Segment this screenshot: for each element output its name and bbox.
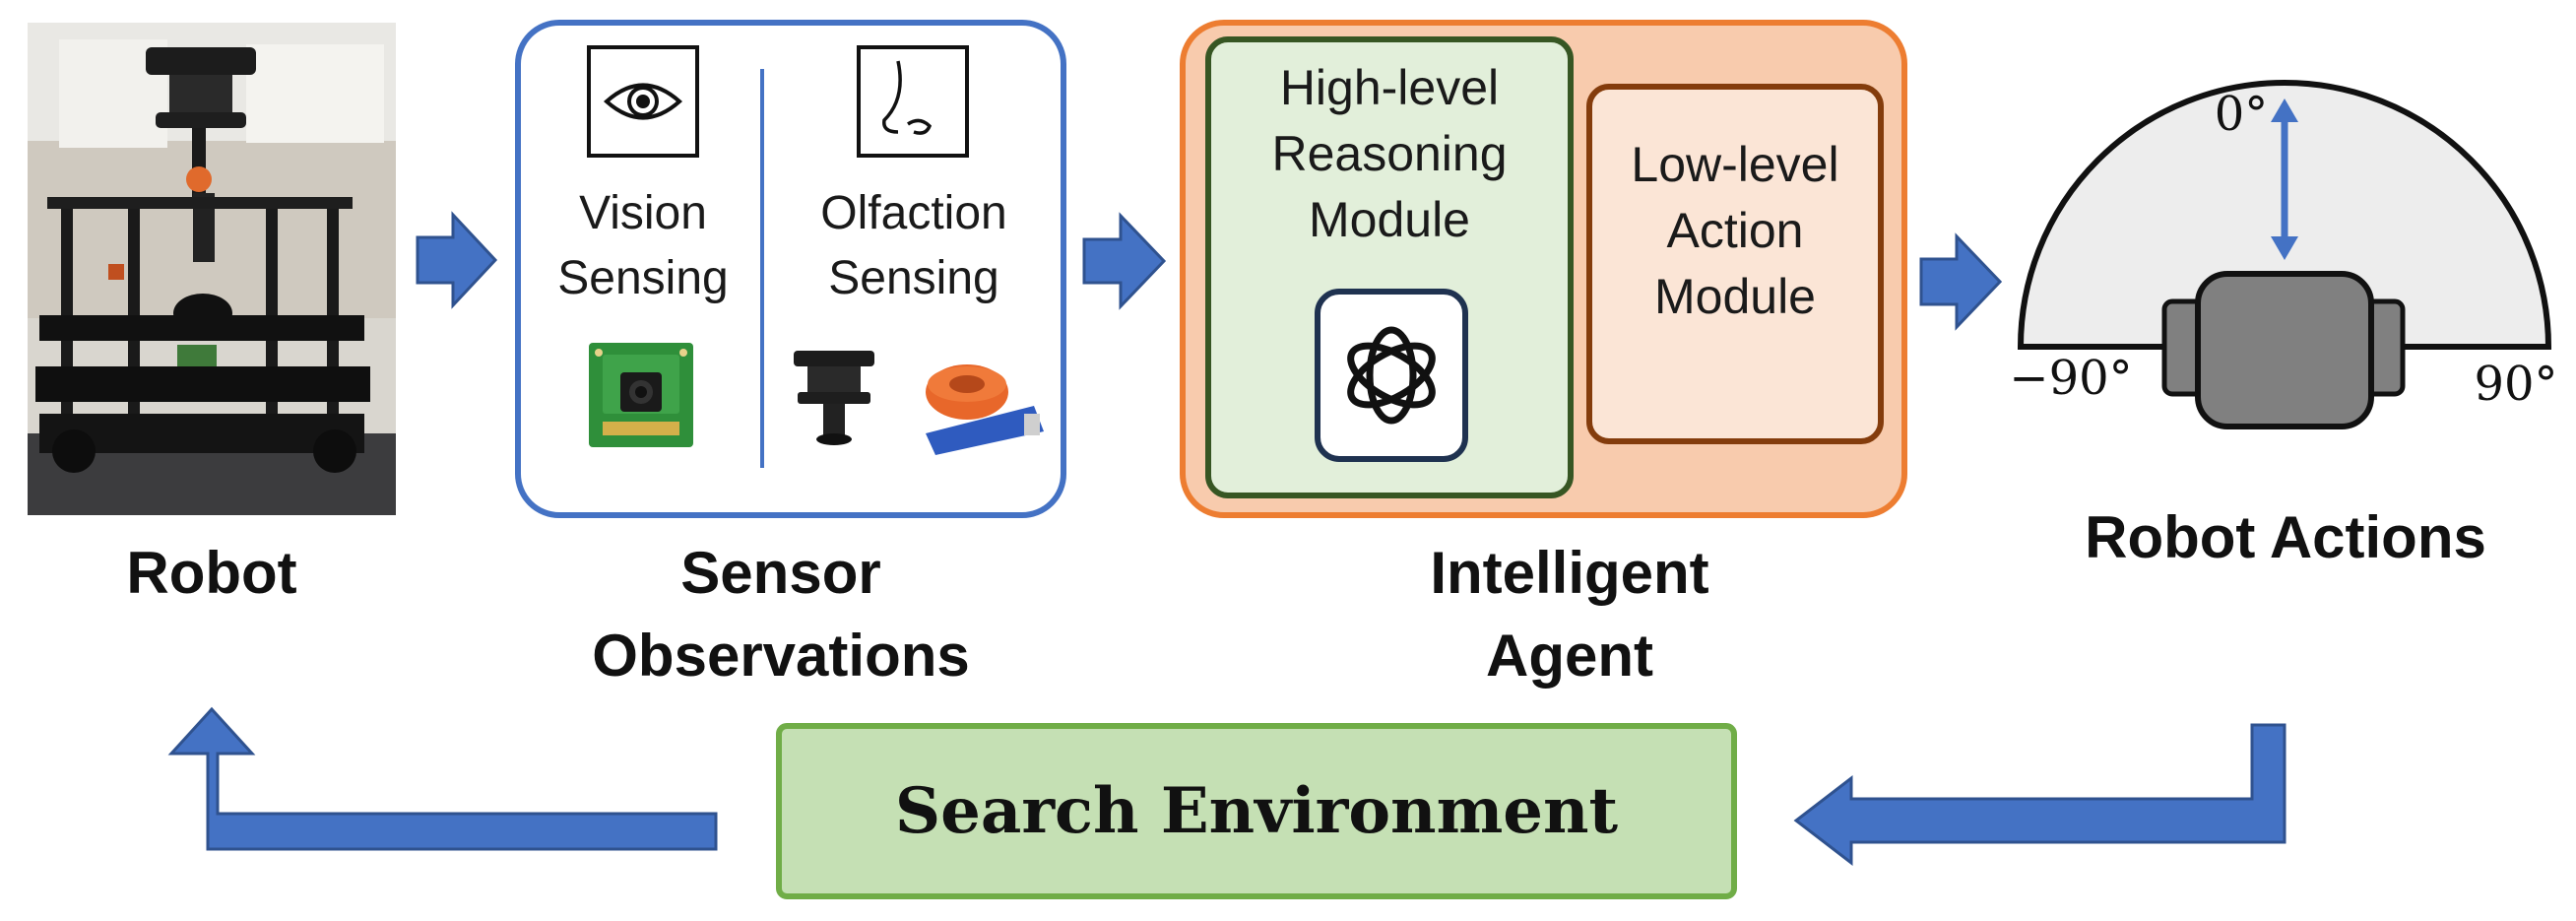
- olfaction-sensing-label: Olfaction Sensing: [820, 187, 1007, 304]
- forward-direction-arrow: [2271, 99, 2298, 260]
- robot-topdown-icon: [2161, 271, 2406, 429]
- anemometer-icon: [781, 343, 887, 449]
- search-environment-label: Search Environment: [894, 774, 1619, 848]
- robot-label: Robot: [126, 540, 297, 606]
- sensor-observations-label: Sensor Observations: [592, 540, 970, 689]
- eye-icon: [587, 45, 699, 158]
- arrow-robot-to-sensors: [416, 211, 498, 309]
- search-environment-box: [776, 723, 1737, 899]
- angle-left-label: −90°: [2009, 351, 2133, 406]
- gas-sensor-icon: [901, 359, 1045, 455]
- arrow-environment-to-robot: [167, 706, 718, 851]
- low-level-module-label: Low-level Action Module: [1631, 137, 1839, 324]
- angle-center-label: 0°: [2214, 87, 2269, 142]
- camera-module-icon: [589, 343, 693, 447]
- intelligent-agent-label: Intelligent Agent: [1430, 540, 1709, 689]
- openai-logo-icon: [1315, 289, 1468, 462]
- low-level-module-box: [1586, 84, 1884, 444]
- arrow-sensors-to-agent: [1082, 212, 1167, 310]
- high-level-module-label: High-level Reasoning Module: [1271, 60, 1508, 247]
- high-level-module-box: [1205, 36, 1574, 498]
- robot-actions-label: Robot Actions: [2085, 504, 2486, 570]
- nose-icon: [857, 45, 969, 158]
- angle-right-label: 90°: [2474, 357, 2558, 412]
- arrow-actions-to-environment: [1793, 723, 2286, 867]
- vision-sensing-label: Vision Sensing: [557, 187, 729, 304]
- robot-photo: [28, 23, 396, 515]
- arrow-agent-to-actions: [1919, 232, 2003, 331]
